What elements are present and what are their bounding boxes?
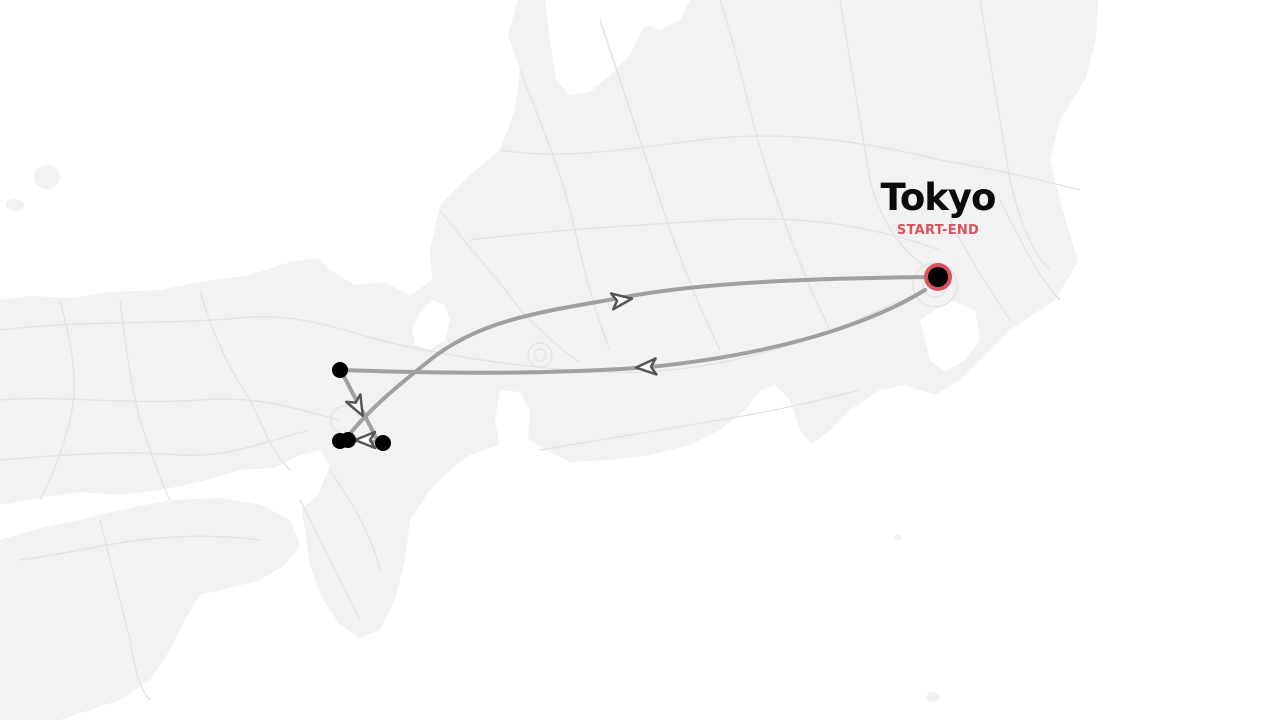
land-layer [0,0,1098,720]
direction-arrow-icon [609,292,634,311]
bay-toyama [545,0,690,95]
stop-marker[interactable] [332,362,348,378]
direction-arrow-icon [353,430,377,450]
road-layer [0,0,1081,701]
origin-label: Tokyo START-END [880,176,997,240]
stop-markers [332,362,391,451]
lake-biwa [412,300,450,350]
direction-arrow-icon [634,357,658,376]
route-tokyo-to-west[interactable] [343,275,940,442]
stop-marker[interactable] [375,435,391,451]
bay-tokyo [920,300,980,372]
direction-arrows [344,292,658,450]
city-role-badge: START-END [896,223,980,238]
origin-marker-dot [928,267,948,287]
island-oki [34,165,60,189]
land-shikoku [0,498,300,720]
island-izu-2 [894,534,902,540]
bay-ise [495,390,530,455]
land-honshu [0,0,1098,638]
origin-marker[interactable] [924,263,952,291]
stop-marker[interactable] [340,432,356,448]
direction-arrow-icon [344,393,364,418]
island-small [6,199,24,211]
land-kyushu-fragment [0,560,30,680]
island-izu [926,692,940,702]
city-name: Tokyo [880,176,997,219]
